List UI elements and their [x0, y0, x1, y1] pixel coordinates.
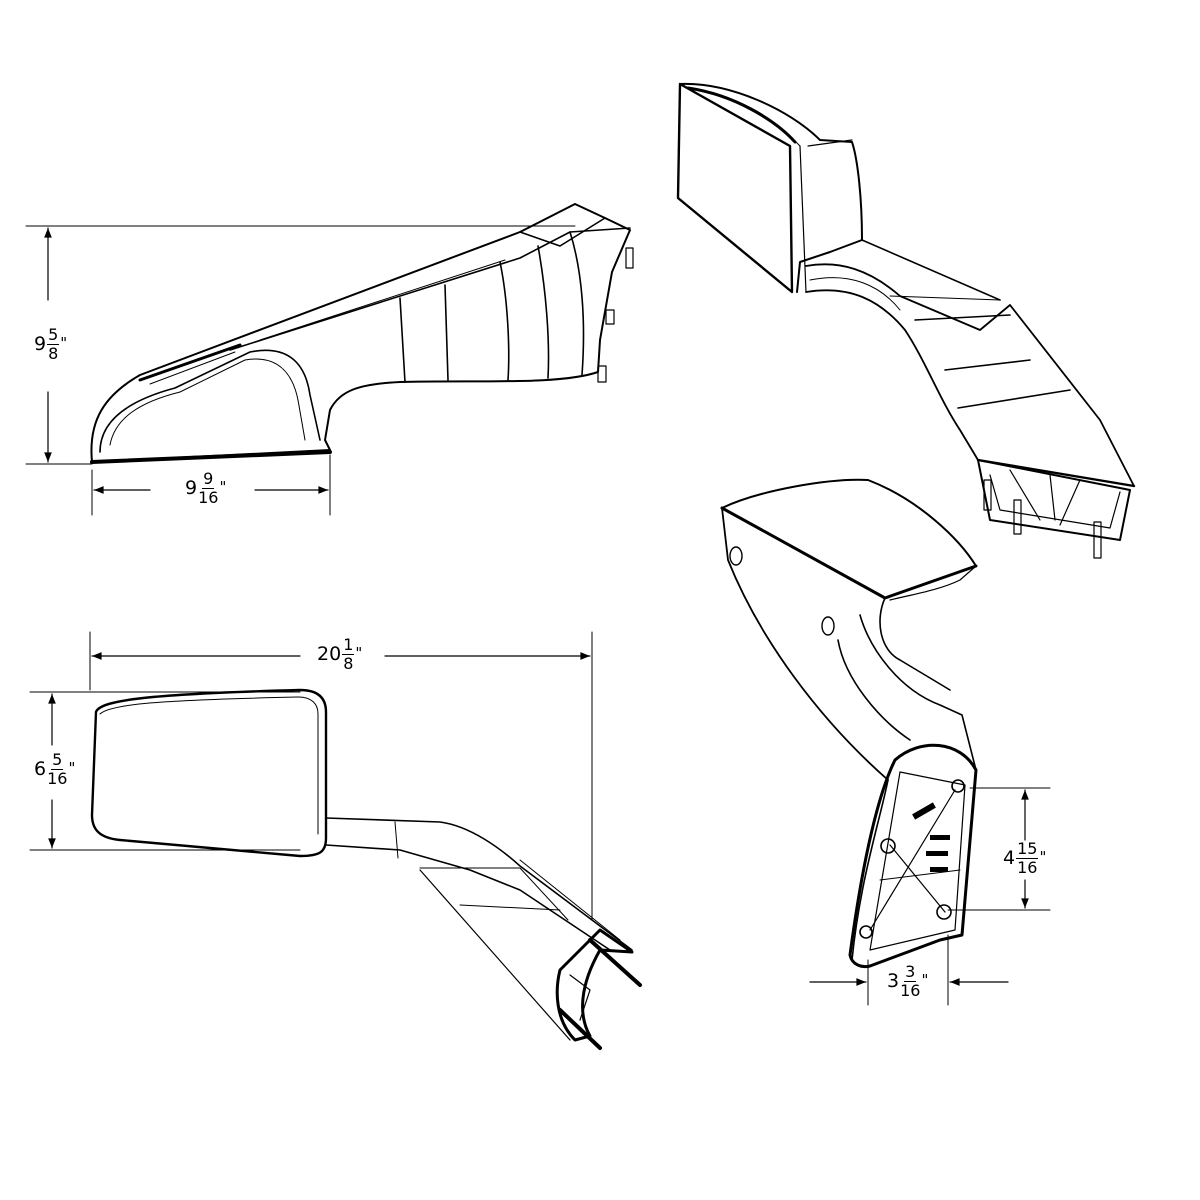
front-view: [29, 631, 642, 1050]
fraction: 3 16: [900, 962, 921, 1000]
mount-view: [720, 478, 1051, 1006]
dim-mount-height: 4 15 16 ": [1003, 839, 1047, 877]
dim-width-side: 9 9 16 ": [185, 469, 227, 507]
fraction: 9 16: [198, 469, 219, 507]
side-view: [25, 203, 634, 516]
dim-glass-height: 6 5 16 ": [34, 750, 76, 788]
fraction: 1 8: [342, 635, 355, 673]
fraction: 5 16: [47, 750, 68, 788]
dim-overall-length: 20 1 8 ": [317, 635, 363, 673]
iso-view-top: [676, 82, 1136, 559]
fraction: 5 8: [47, 325, 60, 363]
dim-mount-width: 3 3 16 ": [887, 962, 929, 1000]
fraction: 15 16: [1016, 839, 1039, 877]
dim-height-side: 9 5 8 ": [34, 325, 68, 363]
